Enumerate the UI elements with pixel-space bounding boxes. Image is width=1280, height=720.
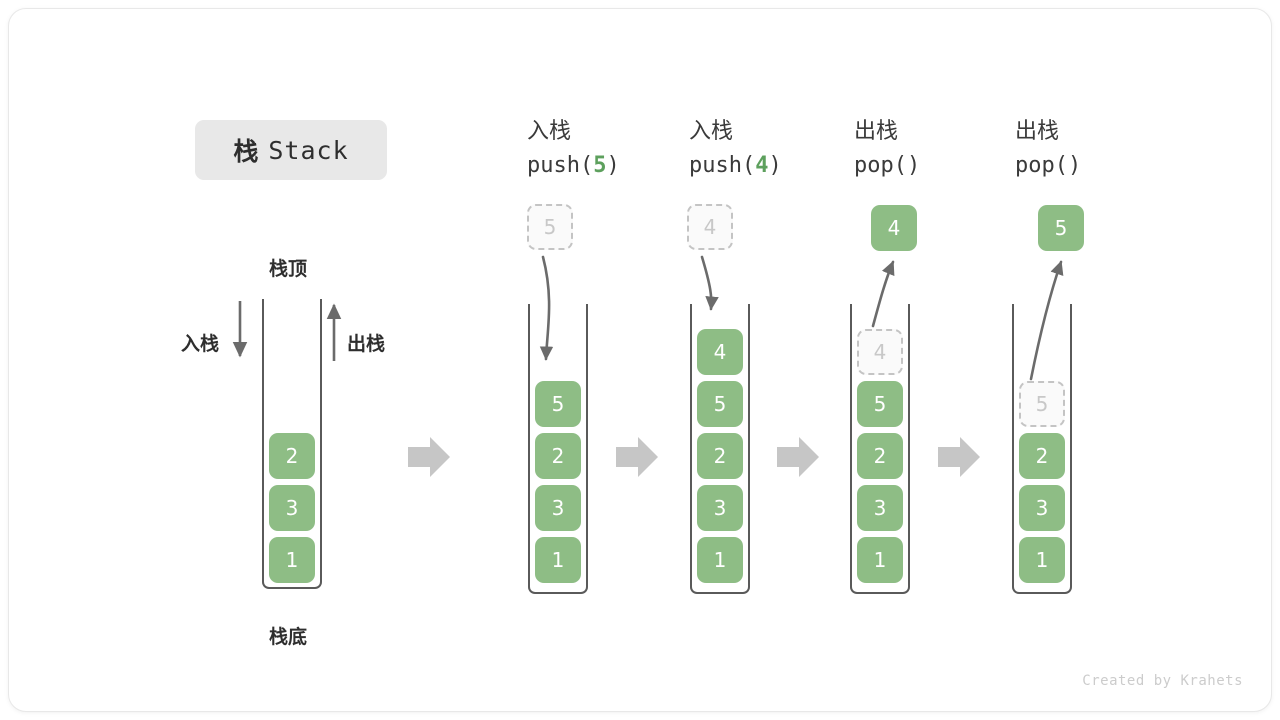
column-header-push-4: 入栈 push(4) [689,115,859,183]
stack-container [262,299,322,589]
diagram-card: 栈 Stack 栈顶 入栈 出栈 栈底 2 3 1 入栈 push(5) 5 5… [8,8,1272,712]
separator-arrow [616,437,658,477]
label-stack-top: 栈顶 [269,258,308,280]
stack-cell: 2 [857,433,903,479]
stack-cell: 3 [269,485,315,531]
operation-name-cn: 入栈 [689,119,734,144]
stack-container [528,304,588,594]
stack-cell: 2 [535,433,581,479]
operation-name-cn: 入栈 [527,119,572,144]
operation-code: push(4) [689,153,782,178]
popped-element: 4 [871,205,917,251]
separator-arrow [408,437,450,477]
stack-cell: 3 [697,485,743,531]
stack-container [1012,304,1072,594]
stack-container [850,304,910,594]
stack-cell: 1 [857,537,903,583]
title-cn: 栈 [233,137,259,166]
title-badge: 栈 Stack [195,120,387,180]
stack-cell: 5 [535,381,581,427]
push-4-motion-arrow [700,255,719,311]
separator-arrow [777,437,819,477]
operation-name-cn: 出栈 [1015,119,1060,144]
stack-cell: 1 [1019,537,1065,583]
column-header-pop-1: 出栈 pop() [854,115,1024,183]
column-header-push-5: 入栈 push(5) [527,115,697,183]
operation-code: pop() [854,153,921,178]
stack-container [690,304,750,594]
stack-cell: 1 [269,537,315,583]
stack-cell-ghost: 4 [857,329,903,375]
stack-cell: 2 [269,433,315,479]
stack-cell: 3 [1019,485,1065,531]
title-en: Stack [268,135,349,165]
stack-cell-ghost: 5 [1019,381,1065,427]
stack-cell: 4 [697,329,743,375]
incoming-element-ghost: 5 [527,204,573,250]
label-push-side: 入栈 [181,333,220,355]
operation-code: push(5) [527,153,620,178]
stack-cell: 3 [857,485,903,531]
column-header-pop-2: 出栈 pop() [1015,115,1185,183]
stack-cell: 3 [535,485,581,531]
stack-cell: 5 [857,381,903,427]
separator-arrow [938,437,980,477]
popped-element: 5 [1038,205,1084,251]
footer-credit: Created by Krahets [1082,673,1243,689]
stack-cell: 2 [697,433,743,479]
label-stack-bottom: 栈底 [269,626,308,648]
incoming-element-ghost: 4 [687,204,733,250]
operation-name-cn: 出栈 [854,119,899,144]
stack-cell: 1 [697,537,743,583]
label-pop-side: 出栈 [347,333,386,355]
stack-cell: 2 [1019,433,1065,479]
operation-code: pop() [1015,153,1082,178]
stack-cell: 5 [697,381,743,427]
stack-cell: 1 [535,537,581,583]
